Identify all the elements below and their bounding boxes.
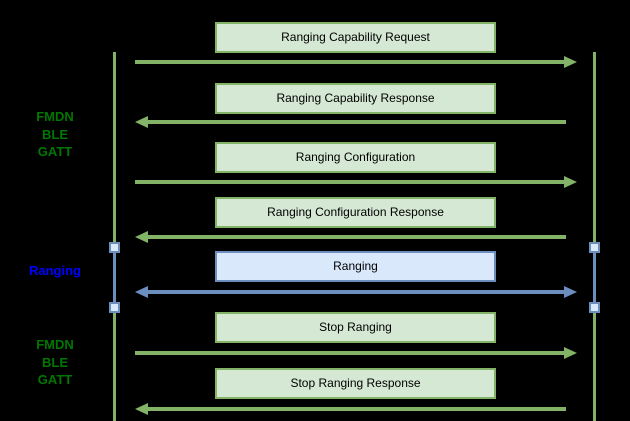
arrowhead-right-icon [564,176,577,188]
arrow-left-ranging-configuration-response [135,231,577,243]
arrow-right-ranging-capability-request [135,56,577,68]
arrow-left-stop-ranging-response [135,403,577,415]
arrow-right-stop-ranging [135,347,577,359]
message-box-ranging-configuration-response: Ranging Configuration Response [215,197,496,228]
lifeline-left [113,52,116,421]
phase-label-fmdn-ble-gatt-bottom: FMDN BLE GATT [36,337,74,387]
arrowhead-left-icon [135,286,148,298]
arrow-line [135,180,566,184]
phase-label-fmdn-ble-gatt-top: FMDN BLE GATT [36,109,74,159]
message-box-stop-ranging-response: Stop Ranging Response [215,368,496,399]
activation-node-right-bottom [589,302,600,313]
arrowhead-left-icon [135,231,148,243]
arrow-line [146,407,566,411]
arrow-line [146,235,566,239]
arrow-left-ranging-capability-response [135,116,577,128]
lifeline-left-ranging-segment [113,248,116,308]
arrow-line [135,60,566,64]
arrow-line [135,351,566,355]
activation-node-left-bottom [109,302,120,313]
activation-node-left-top [109,242,120,253]
lifeline-right-ranging-segment [593,248,596,308]
arrowhead-right-icon [564,347,577,359]
arrow-line [146,290,566,294]
arrowhead-right-icon [564,286,577,298]
message-box-ranging-capability-response: Ranging Capability Response [215,83,496,114]
activation-node-right-top [589,242,600,253]
arrowhead-left-icon [135,116,148,128]
lifeline-right [593,52,596,421]
arrow-right-ranging-configuration [135,176,577,188]
message-box-ranging-configuration: Ranging Configuration [215,142,496,173]
arrow-bidirectional-ranging [135,286,577,298]
message-box-ranging: Ranging [215,251,496,282]
message-box-stop-ranging: Stop Ranging [215,312,496,343]
message-box-ranging-capability-request: Ranging Capability Request [215,22,496,53]
arrow-line [146,120,566,124]
phase-label-ranging: Ranging [29,263,81,278]
arrowhead-right-icon [564,56,577,68]
arrowhead-left-icon [135,403,148,415]
